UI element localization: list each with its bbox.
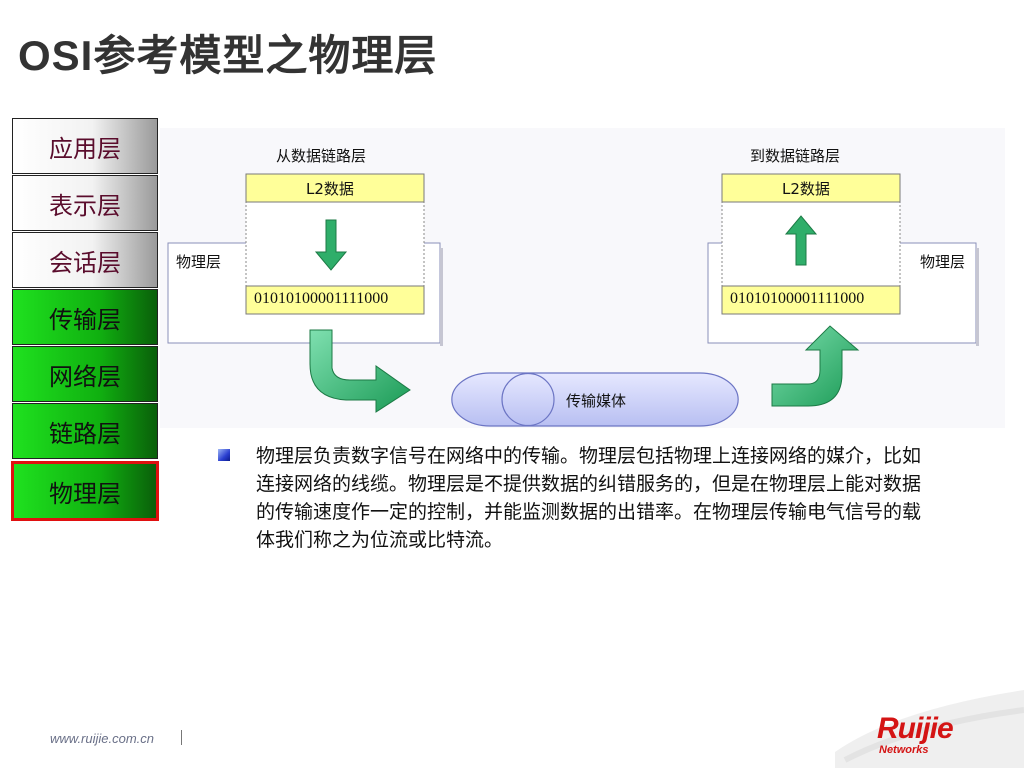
logo-wordmark: Ruijie [877, 712, 954, 745]
description-text: 物理层负责数字信号在网络中的传输。物理层包括物理上连接网络的媒介，比如连接网络的… [256, 445, 922, 551]
layer-datalink[interactable]: 链路层 [12, 403, 158, 459]
medium-capsule [451, 372, 739, 427]
osi-layer-stack: 应用层 表示层 会话层 传输层 网络层 链路层 物理层 [11, 118, 159, 522]
right-panel-shadow [976, 248, 979, 346]
layer-network[interactable]: 网络层 [12, 346, 158, 402]
left-panel-shadow [440, 248, 443, 346]
brand-logo: Ruijie Networks [835, 690, 1024, 768]
physical-layer-diagram: 从数据链路层 到数据链路层 L2数据 L2数据 物理层 物理层 01010100… [160, 128, 1005, 428]
logo-subtitle: Networks [879, 744, 929, 756]
diagram-graphics [167, 173, 979, 427]
right-bits-box [721, 285, 901, 315]
medium-label: 传输媒体 [566, 392, 627, 410]
curved-arrow-out-icon [309, 329, 411, 413]
layer-label: 表示层 [49, 191, 121, 220]
layer-label: 传输层 [49, 305, 121, 334]
layer-transport[interactable]: 传输层 [12, 289, 158, 345]
left-data-box [245, 173, 425, 203]
layer-label: 网络层 [49, 362, 121, 391]
left-data-label: L2数据 [306, 180, 354, 198]
logo-swoosh-icon [835, 690, 1024, 768]
page-title: OSI参考模型之物理层 [18, 22, 437, 83]
up-arrow-icon [784, 215, 818, 266]
right-layer-label: 物理层 [920, 253, 966, 271]
bullet-square-icon [218, 449, 230, 461]
footer-divider [181, 730, 182, 745]
medium-capsule-end [501, 372, 555, 427]
layer-label: 链路层 [49, 419, 121, 448]
layer-label: 应用层 [49, 134, 121, 163]
layer-application[interactable]: 应用层 [12, 118, 158, 174]
layer-presentation[interactable]: 表示层 [12, 175, 158, 231]
right-bits-label: 01010100001111000 [730, 290, 865, 307]
footer-url[interactable]: www.ruijie.com.cn [50, 731, 155, 746]
left-header-label: 从数据链路层 [276, 147, 367, 165]
layer-physical-active[interactable]: 物理层 [11, 461, 159, 521]
layer-session[interactable]: 会话层 [12, 232, 158, 288]
curved-arrow-in-icon [771, 325, 860, 407]
right-data-box [721, 173, 901, 203]
title-latin: OSI [18, 32, 94, 79]
right-header-label: 到数据链路层 [750, 147, 841, 165]
left-layer-label: 物理层 [176, 253, 222, 271]
title-cjk: 参考模型之物理层 [93, 31, 438, 80]
layer-label: 会话层 [49, 248, 121, 277]
down-arrow-icon [314, 219, 348, 271]
left-bits-label: 01010100001111000 [254, 290, 389, 307]
left-bits-box [245, 285, 425, 315]
layer-label: 物理层 [49, 479, 121, 508]
right-data-label: L2数据 [782, 180, 830, 198]
